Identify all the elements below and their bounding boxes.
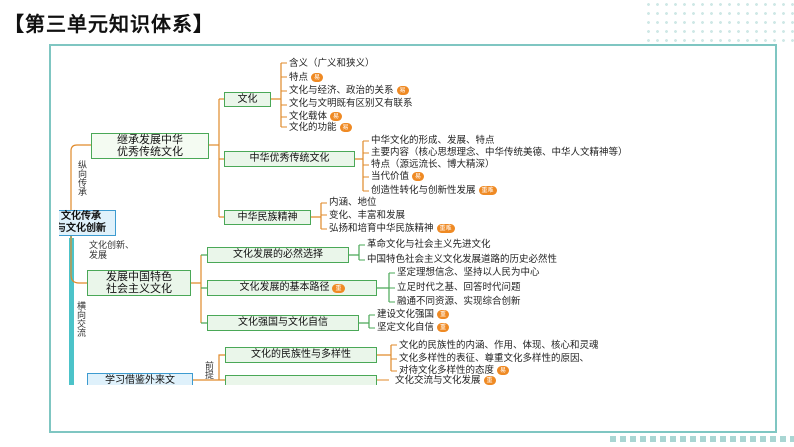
badge-icon: 重难 <box>436 224 455 233</box>
leaf-culture-relations: 文化与经济、政治的关系易 <box>289 85 409 96</box>
branch-inherit-tradition: 继承发展中华 优秀传统文化 <box>91 133 209 159</box>
page-title: 【第三单元知识体系】 <box>4 12 214 36</box>
node-national-spirit: 中华民族精神 <box>224 210 311 225</box>
leaf-tradition-value: 当代价值易 <box>371 171 425 182</box>
leaf-revolution-culture: 革命文化与社会主义先进文化 <box>367 239 491 250</box>
node-inevitable-choice: 文化发展的必然选择 <box>207 247 349 263</box>
trunk-line <box>69 238 74 385</box>
leaf-spirit-change: 变化、丰富和发展 <box>329 210 406 221</box>
badge-icon: 重难 <box>478 186 497 195</box>
leaf-nationality: 文化的民族性的内涵、作用、体现、核心和灵魂 <box>399 340 599 351</box>
leaf-tradition-content: 主要内容（核心思想理念、中华传统美德、中华人文精神等） <box>371 147 628 158</box>
leaf-culture-civilization: 文化与文明既有区别又有联系 <box>289 98 413 109</box>
badge-icon: 易 <box>396 86 409 95</box>
leaf-exchange-development: 文化交流与文化发展重 <box>395 375 496 385</box>
badge-icon: 重 <box>437 323 450 332</box>
badge-icon: 重 <box>483 376 496 385</box>
mindmap: 文化传承 与文化创新 纵向传承 文化创新、 发展 横向交流 前提 继承发展中华 … <box>59 55 769 385</box>
badge-icon: 重 <box>332 283 345 293</box>
node-basic-path: 文化发展的基本路径重 <box>207 280 377 296</box>
badge-icon: 重 <box>437 310 450 319</box>
label-horizontal-exchange: 横向交流 <box>75 301 85 337</box>
leaf-historical-necessity: 中国特色社会主义文化发展道路的历史必然性 <box>367 254 558 265</box>
label-premise: 前提 <box>203 361 213 379</box>
leaf-build-power: 建设文化强国重 <box>377 309 450 320</box>
node-cultural-power: 文化强国与文化自信 <box>207 315 359 331</box>
badge-icon: 易 <box>412 172 425 181</box>
leaf-era: 立足时代之基、回答时代问题 <box>397 282 521 293</box>
node-exchange <box>225 375 377 385</box>
leaf-spirit-connotation: 内涵、地位 <box>329 197 377 208</box>
leaf-diversity-attitude: 对待文化多样性的态度易 <box>399 365 510 376</box>
branch-socialist-culture: 发展中国特色 社会主义文化 <box>87 270 191 296</box>
node-culture: 文化 <box>224 92 271 107</box>
leaf-confidence: 坚定文化自信重 <box>377 322 450 333</box>
leaf-tradition-features: 特点（源远流长、博大精深） <box>371 159 495 170</box>
leaf-culture-carrier: 文化载体易 <box>289 111 343 122</box>
label-vertical-inheritance: 纵向传承 <box>76 160 86 196</box>
badge-icon: 易 <box>330 112 343 121</box>
badge-icon: 易 <box>497 366 510 375</box>
leaf-tradition-formation: 中华文化的形成、发展、特点 <box>371 135 495 146</box>
label-innovation: 文化创新、 发展 <box>89 241 135 261</box>
connector-lines <box>69 62 397 385</box>
branch-learn-foreign: 学习借鉴外来文 <box>87 373 193 385</box>
node-nationality-diversity: 文化的民族性与多样性 <box>225 347 377 363</box>
leaf-spirit-promote: 弘扬和培育中华民族精神重难 <box>329 223 455 234</box>
leaf-culture-features: 特点易 <box>289 72 324 83</box>
leaf-diversity: 文化多样性的表征、尊重文化多样性的原因、 <box>399 353 590 364</box>
leaf-tradition-transformation: 创造性转化与创新性发展重难 <box>371 185 497 196</box>
mindmap-frame <box>49 44 777 433</box>
leaf-ideals: 坚定理想信念、坚持以人民为中心 <box>397 267 540 278</box>
leaf-culture-function: 文化的功能易 <box>289 122 352 133</box>
badge-icon: 易 <box>311 73 324 82</box>
root-node: 文化传承 与文化创新 <box>59 210 116 236</box>
badge-icon: 易 <box>339 123 352 132</box>
dot-grid-decoration <box>644 0 794 48</box>
leaf-integration: 融通不同资源、实现综合创新 <box>397 296 521 307</box>
node-chinese-traditional-culture: 中华优秀传统文化 <box>224 151 355 167</box>
dashed-decoration <box>610 436 794 442</box>
leaf-culture-meaning: 含义（广义和狭义） <box>289 58 375 69</box>
